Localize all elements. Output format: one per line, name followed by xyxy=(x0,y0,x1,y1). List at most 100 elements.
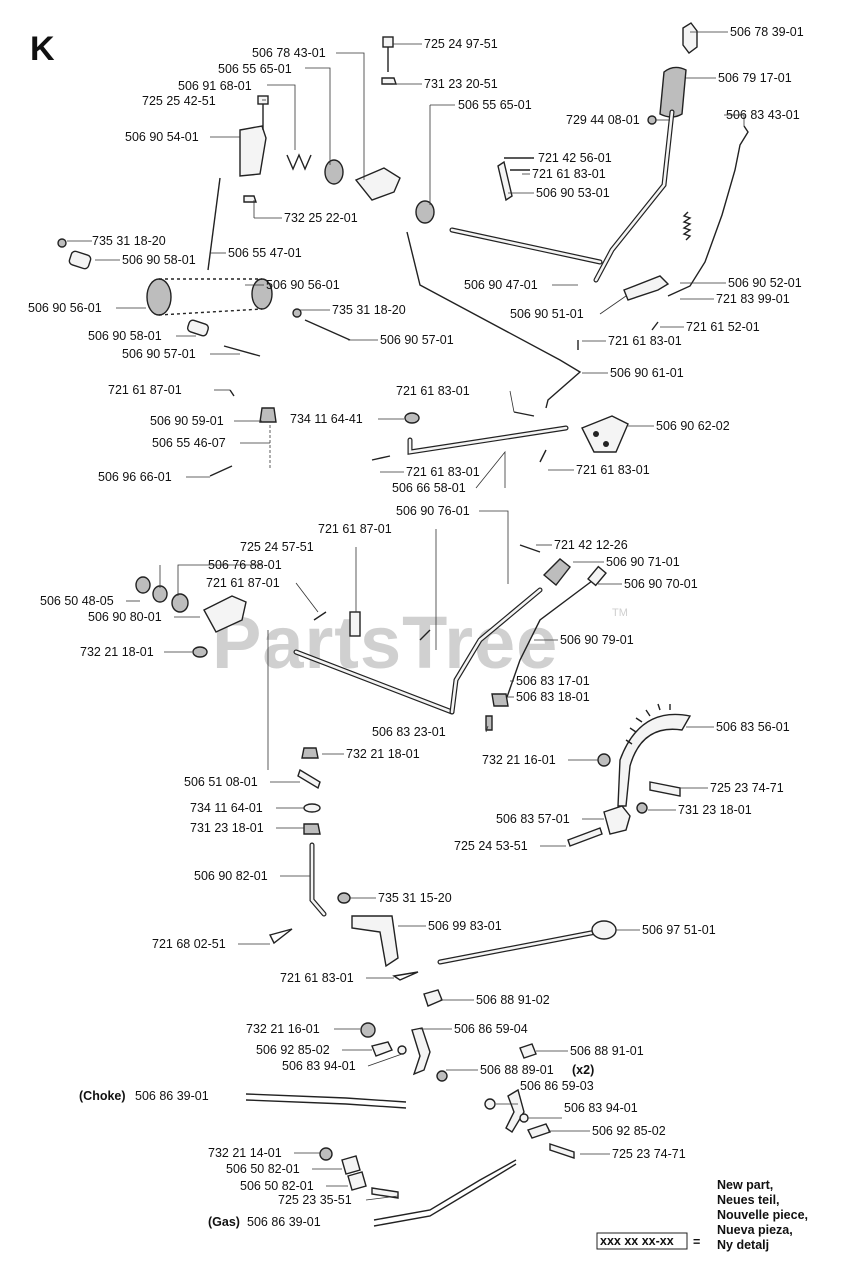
part-label: 506 51 08-01 xyxy=(184,775,258,789)
part-label: 506 88 91-02 xyxy=(476,993,550,1007)
bolt-head xyxy=(382,36,394,48)
middle-assembly-drawing xyxy=(135,544,692,981)
part-label: 506 86 59-03 xyxy=(520,1079,594,1093)
part-label: 506 90 56-01 xyxy=(266,278,340,292)
spacer-bushing xyxy=(324,159,344,185)
lever-washer xyxy=(519,1113,529,1123)
throttle-lever xyxy=(505,1088,525,1133)
part-label: 506 83 94-01 xyxy=(564,1101,638,1115)
part-label: 506 86 39-01 xyxy=(247,1215,321,1229)
part-label: 506 90 58-01 xyxy=(88,329,162,343)
part-label: 506 83 57-01 xyxy=(496,812,570,826)
bottom-assembly-drawing xyxy=(245,989,575,1227)
part-label: 721 83 99-01 xyxy=(716,292,790,306)
cable-clamp-lower xyxy=(347,1171,367,1191)
top-assembly-drawing xyxy=(57,22,749,477)
rod-pin xyxy=(297,768,321,790)
spring-clip xyxy=(268,928,293,945)
part-label: 506 90 52-01 xyxy=(728,276,802,290)
pulley-belt xyxy=(158,278,263,316)
cable-end xyxy=(587,565,607,587)
part-label: 506 90 82-01 xyxy=(194,869,268,883)
part-label: 506 50 82-01 xyxy=(240,1179,314,1193)
part-label: 731 23 18-01 xyxy=(190,821,264,835)
part-label: 721 61 83-01 xyxy=(280,971,354,985)
watermark-tm: TM xyxy=(612,607,628,619)
part-label: 506 90 51-01 xyxy=(510,307,584,321)
part-label: 506 83 18-01 xyxy=(516,690,590,704)
cable-spring xyxy=(485,715,493,731)
legend-equals: = xyxy=(693,1235,700,1249)
part-label: 506 78 43-01 xyxy=(252,46,326,60)
quantity-label: (x2) xyxy=(572,1063,594,1077)
washer xyxy=(404,412,420,424)
section-letter: K xyxy=(30,30,55,68)
part-label: 506 50 82-01 xyxy=(226,1162,300,1176)
part-label: 721 61 87-01 xyxy=(108,383,182,397)
lever-clevis xyxy=(354,167,401,201)
part-label: 732 21 18-01 xyxy=(346,747,420,761)
legend-line-1: New part, xyxy=(717,1178,773,1192)
part-label: 506 86 39-01 xyxy=(135,1089,209,1103)
part-label: 506 91 68-01 xyxy=(178,79,252,93)
lever-bolt xyxy=(549,1143,575,1159)
legend-code: xxx xx xx-xx xyxy=(600,1234,674,1248)
spacer-washer-2 xyxy=(152,585,168,603)
part-label: 506 79 17-01 xyxy=(718,71,792,85)
idler-pulley-left xyxy=(146,278,172,316)
part-label: 734 11 64-01 xyxy=(190,801,263,815)
lever-spacer xyxy=(527,1123,551,1139)
part-label: 506 90 79-01 xyxy=(560,633,634,647)
part-label: 506 83 17-01 xyxy=(516,674,590,688)
legend-line-3: Nouvelle piece, xyxy=(717,1208,808,1222)
control-linkage-rod xyxy=(406,231,582,409)
part-label: 506 50 48-05 xyxy=(40,594,114,608)
part-label: 506 90 58-01 xyxy=(122,253,196,267)
part-label: 721 61 83-01 xyxy=(406,465,480,479)
legend-line-5: Ny detalj xyxy=(717,1238,769,1252)
cable-clamp xyxy=(491,693,509,707)
part-label: 732 25 22-01 xyxy=(284,211,358,225)
part-label: 506 90 56-01 xyxy=(28,301,102,315)
part-label: 735 31 18-20 xyxy=(332,303,406,317)
part-label: 506 90 80-01 xyxy=(88,610,162,624)
part-label: 506 83 94-01 xyxy=(282,1059,356,1073)
cable-clamp-upper xyxy=(341,1155,361,1175)
gear-nut xyxy=(597,753,611,767)
plate-hole xyxy=(603,441,609,447)
gear-bolt xyxy=(649,781,681,797)
part-label: 721 61 83-01 xyxy=(576,463,650,477)
clamp-nut xyxy=(636,802,648,814)
part-label: 725 23 74-71 xyxy=(710,781,784,795)
arm-lock-nut xyxy=(337,892,351,904)
part-label: 506 96 66-01 xyxy=(98,470,172,484)
lever-pivot xyxy=(436,1070,448,1082)
part-label: 506 90 57-01 xyxy=(380,333,454,347)
tension-spring xyxy=(682,211,692,241)
leader-lines xyxy=(67,31,745,1201)
part-label: 506 55 65-01 xyxy=(218,62,292,76)
throttle-cable xyxy=(373,1159,517,1227)
part-label: 506 83 56-01 xyxy=(716,720,790,734)
shaft-clips xyxy=(313,611,431,641)
part-label: 729 44 08-01 xyxy=(566,113,640,127)
part-label: 506 97 51-01 xyxy=(642,923,716,937)
part-label: 721 42 56-01 xyxy=(538,151,612,165)
part-label: 721 68 02-51 xyxy=(152,937,226,951)
lever-arm xyxy=(351,915,399,968)
part-label: 506 90 54-01 xyxy=(125,130,199,144)
part-label: 506 78 39-01 xyxy=(730,25,804,39)
arm-bushing xyxy=(259,407,277,423)
handle-grip xyxy=(659,66,687,118)
clamp-block xyxy=(603,805,631,835)
legend-line-4: Nueva pieza, xyxy=(717,1223,793,1237)
choke-cable xyxy=(245,1093,407,1109)
labels-top: 506 78 39-01 506 79 17-01 729 44 08-01 5… xyxy=(28,25,804,495)
part-label: 735 31 18-20 xyxy=(92,234,166,248)
part-label: 725 24 53-51 xyxy=(454,839,528,853)
gas-label: (Gas) xyxy=(208,1215,240,1229)
new-part-legend: xxx xx xx-xx = New part, Neues teil, Nou… xyxy=(596,1178,808,1252)
part-label: 506 90 57-01 xyxy=(122,347,196,361)
part-label: 732 21 18-01 xyxy=(80,645,154,659)
